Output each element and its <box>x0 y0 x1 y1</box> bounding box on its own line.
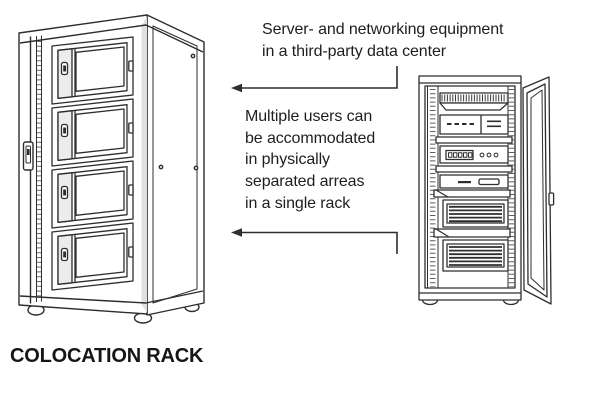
open-door <box>522 76 555 305</box>
server-unit <box>439 114 509 135</box>
front-edge-shading <box>141 16 147 313</box>
lock-handle-icon <box>22 141 34 171</box>
diagram-title: COLOCATION RACK <box>10 345 204 367</box>
annotation-equipment: Server- and networking equipment in a th… <box>262 21 504 60</box>
rack-side-panel <box>146 14 205 316</box>
switch-unit <box>439 145 509 164</box>
rack-side-inset <box>152 25 198 304</box>
compartment-door-3 <box>51 160 134 229</box>
screw-icon <box>190 53 196 59</box>
arrow-multi-user <box>231 228 398 254</box>
shelf-wedge <box>433 228 511 238</box>
compartment-door-4 <box>51 222 134 291</box>
arrowhead-icon <box>231 83 242 93</box>
compartment-door-2 <box>51 98 134 167</box>
shelf <box>435 136 513 144</box>
annotation-multi-user: Multiple users can be accommodated in ph… <box>245 108 376 212</box>
arrowhead-icon <box>231 228 242 237</box>
drive-unit <box>439 174 509 189</box>
door-handle-icon <box>548 192 555 206</box>
colocation-rack-illustration <box>18 14 205 324</box>
open-rack-illustration <box>418 75 555 306</box>
vented-panel <box>442 199 509 228</box>
screw-icon <box>158 164 164 170</box>
shelf <box>435 165 513 173</box>
shelf-wedge <box>439 102 509 111</box>
screw-icon <box>193 165 199 171</box>
rack-bottom-rim <box>19 290 204 304</box>
shelf-wedge <box>433 189 511 198</box>
compartment-door-1 <box>51 36 134 105</box>
rack-top-rim <box>19 24 204 53</box>
arrow-equipment <box>231 66 398 93</box>
vented-panel <box>442 239 509 272</box>
